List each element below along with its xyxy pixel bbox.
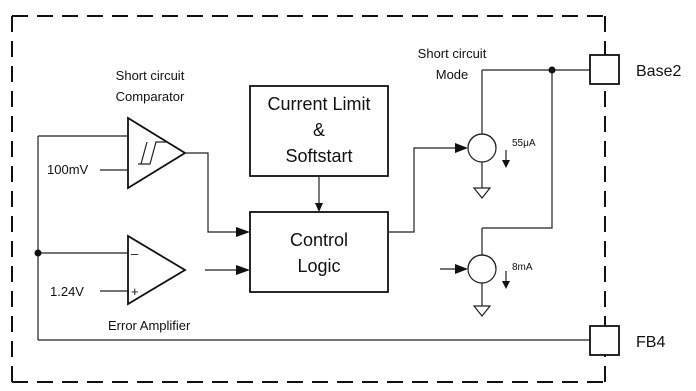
- control-logic-line-1: Control: [290, 230, 348, 250]
- src55-ground: [472, 187, 492, 199]
- ref-100mv-label: 100mV: [47, 162, 89, 177]
- sc-comparator-label-2: Comparator: [116, 89, 185, 104]
- hysteresis-symbol-2: [140, 141, 148, 165]
- sc-comparator-label-1: Short circuit: [116, 68, 185, 83]
- logic-8ma-arrowhead: [455, 264, 468, 274]
- src8-arc: [467, 254, 497, 270]
- sc-mode-label-2: Mode: [436, 67, 469, 82]
- current-limit-softstart-block: [249, 85, 389, 177]
- i-55ua-label: 55μA: [512, 138, 536, 149]
- base2-pin-label: Base2: [636, 63, 681, 80]
- control-logic-block: [249, 211, 389, 293]
- fb-junction-dot: [34, 249, 42, 257]
- current-limit-line-1: Current Limit: [267, 94, 370, 114]
- error-amp-plus: +: [131, 284, 139, 299]
- short-circuit-comparator: [127, 116, 187, 190]
- src8-arrowhead: [502, 281, 510, 289]
- current-limit-line-2: &: [313, 120, 325, 140]
- logic-55ua-arrowhead: [455, 143, 468, 153]
- comparator-to-logic-wire: [185, 152, 238, 233]
- control-logic-line-2: Logic: [297, 256, 340, 276]
- error-amp-label: Error Amplifier: [108, 318, 191, 333]
- ref-124v-label: 1.24V: [50, 284, 84, 299]
- src8-to-base2-wire: [482, 70, 553, 229]
- src55-arrowhead: [502, 160, 510, 168]
- fb4-pin: [589, 325, 620, 356]
- hysteresis-symbol: [138, 141, 168, 165]
- comparator-arrowhead: [236, 227, 250, 237]
- error-amp-minus: –: [131, 246, 139, 261]
- i-8ma-label: 8mA: [512, 262, 533, 273]
- erroramp-arrowhead: [236, 265, 250, 275]
- fb4-pin-label: FB4: [636, 334, 665, 351]
- sc-mode-label-1: Short circuit: [418, 46, 487, 61]
- src55-arc: [467, 133, 497, 149]
- current-limit-line-3: Softstart: [285, 146, 352, 166]
- error-amplifier: [127, 234, 187, 306]
- src8-ground: [472, 305, 492, 317]
- current-limit-arrowhead: [315, 203, 323, 212]
- base2-pin: [589, 54, 620, 85]
- logic-to-55ua-wire: [388, 147, 462, 233]
